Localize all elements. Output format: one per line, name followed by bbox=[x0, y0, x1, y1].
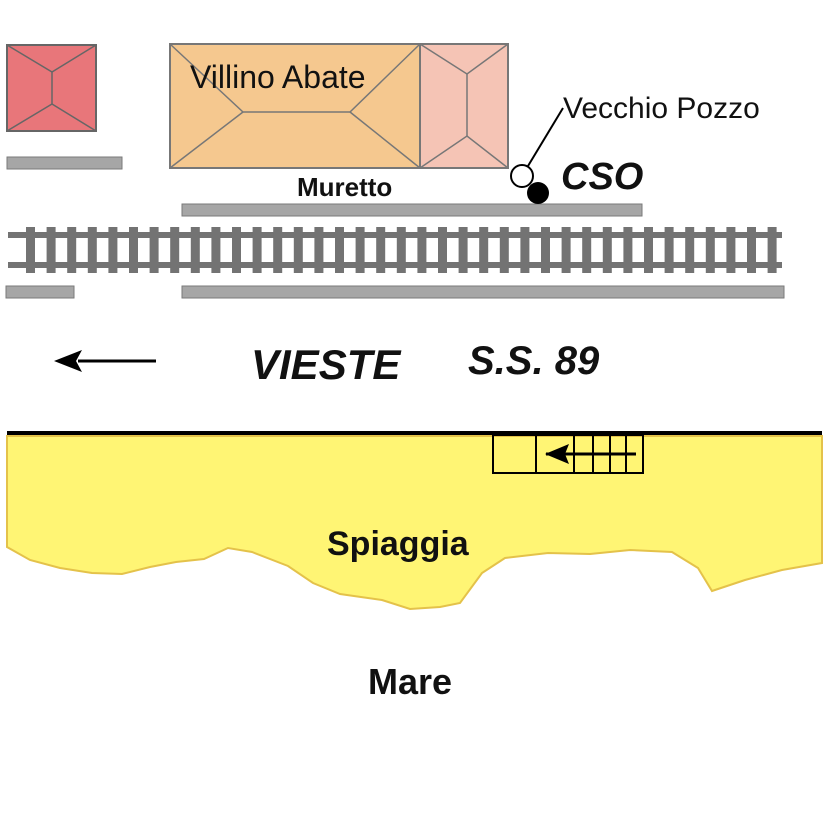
railway-sleeper bbox=[129, 227, 138, 273]
railway-sleeper bbox=[767, 227, 777, 273]
railway-sleeper bbox=[252, 227, 262, 273]
railway-sleeper bbox=[376, 227, 386, 273]
railway-sleeper bbox=[664, 227, 674, 273]
wall-left-lower bbox=[5, 285, 75, 299]
railway-sleeper bbox=[623, 227, 633, 273]
road-label: S.S. 89 bbox=[468, 339, 600, 383]
railway-sleeper bbox=[685, 227, 695, 273]
arrow-left-icon bbox=[54, 350, 156, 372]
railway-sleeper bbox=[108, 227, 118, 273]
house-left bbox=[6, 44, 97, 132]
railway-sleeper bbox=[438, 227, 447, 273]
town-label: VIESTE bbox=[251, 341, 402, 388]
railway-sleeper bbox=[582, 227, 592, 273]
villa-building bbox=[169, 43, 421, 169]
railway-sleeper bbox=[644, 227, 653, 273]
railway-sleeper bbox=[87, 227, 97, 273]
railway-sleeper bbox=[520, 227, 530, 273]
railway-sleeper bbox=[417, 227, 427, 273]
villa-annex bbox=[419, 43, 509, 169]
railway-sleeper bbox=[170, 227, 180, 273]
railway-sleeper bbox=[396, 227, 406, 273]
filled-circle-icon bbox=[527, 182, 549, 204]
railway-sleeper bbox=[314, 227, 324, 273]
station-label: CSO bbox=[561, 156, 643, 198]
railway-sleeper bbox=[26, 227, 35, 273]
railway-sleeper bbox=[602, 227, 612, 273]
railway-sleeper bbox=[458, 227, 468, 273]
railway-sleeper bbox=[499, 227, 509, 273]
railway-sleeper bbox=[561, 227, 571, 273]
railway-sleeper bbox=[273, 227, 283, 273]
railway-sleeper bbox=[67, 227, 77, 273]
railway-sleeper bbox=[293, 227, 303, 273]
railway-sleeper bbox=[479, 227, 489, 273]
beach-label: Spiaggia bbox=[327, 525, 470, 563]
wall-left-upper bbox=[6, 156, 123, 170]
wall-label: Muretto bbox=[297, 172, 392, 202]
railway-sleeper bbox=[190, 227, 200, 273]
railway-sleeper bbox=[46, 227, 56, 273]
open-circle-icon bbox=[510, 164, 534, 188]
railway-track bbox=[8, 227, 782, 273]
well-label: Vecchio Pozzo bbox=[563, 92, 760, 125]
muretto-wall bbox=[181, 203, 643, 217]
railway-sleeper bbox=[232, 227, 241, 273]
villa-label: Villino Abate bbox=[190, 59, 366, 95]
well-leader-line bbox=[527, 107, 564, 167]
railway-sleeper bbox=[541, 227, 550, 273]
sea-label: Mare bbox=[368, 661, 452, 702]
railway-sleeper bbox=[355, 227, 365, 273]
railway-sleeper bbox=[211, 227, 221, 273]
railway-sleeper bbox=[747, 227, 756, 273]
wall-right-lower bbox=[181, 285, 785, 299]
railway-sleeper bbox=[335, 227, 344, 273]
staircase-icon bbox=[492, 434, 644, 474]
railway-sleeper bbox=[705, 227, 715, 273]
railway-sleeper bbox=[726, 227, 736, 273]
railway-sleeper bbox=[149, 227, 159, 273]
beach-area bbox=[6, 435, 823, 611]
